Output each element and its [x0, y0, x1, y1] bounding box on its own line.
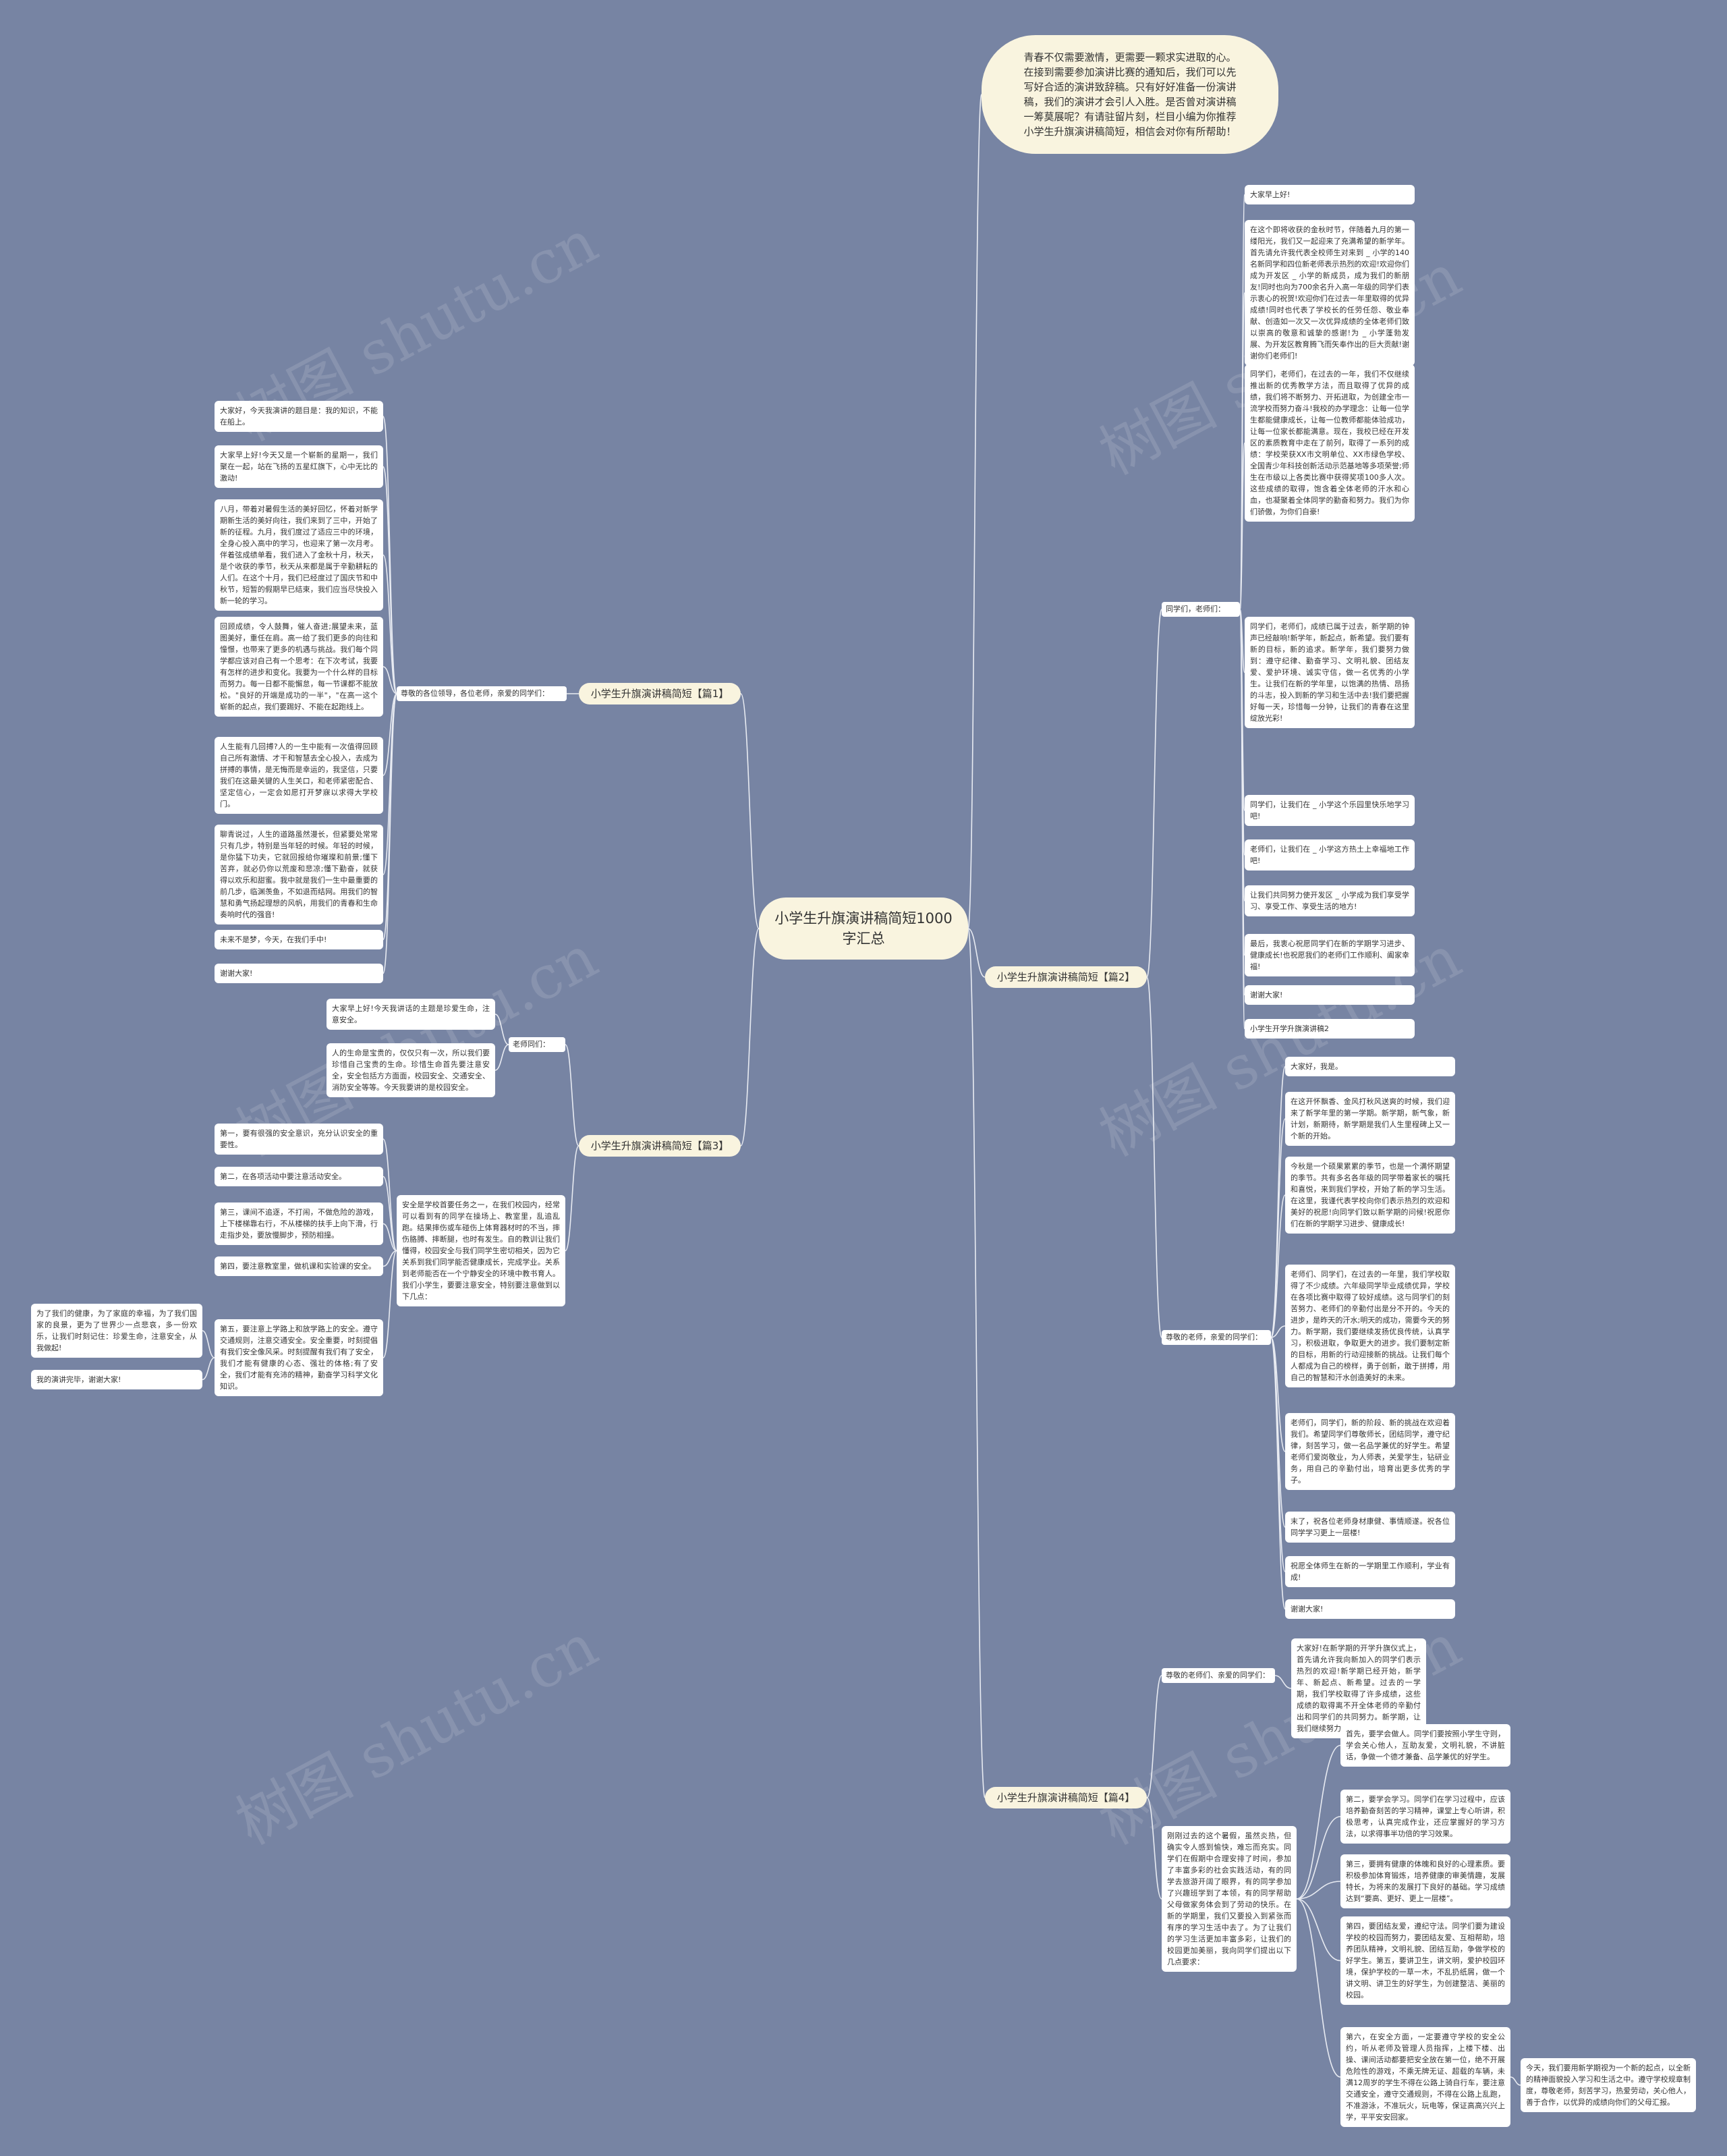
connector [1296, 1816, 1341, 1900]
intro-node: 青春不仅需要激情，更需要一颗求实进取的心。在接到需要参加演讲比赛的通知后，我们可… [982, 35, 1278, 154]
branch-4-item: 第六，在安全方面，一定要遵守学校的安全公约，听从老师及管理人员指挥，上楼下楼、出… [1340, 2027, 1510, 2127]
branch-2: 小学生升旗演讲稿简短【篇2】 [985, 966, 1147, 988]
root-node: 小学生升旗演讲稿简短1000字汇总 [759, 897, 968, 960]
branch-3-head: 大家早上好!今天我讲话的主题是珍爱生命，注意安全。 [327, 999, 495, 1030]
branch-2-item-a: 谢谢大家! [1245, 985, 1415, 1005]
branch-2-item-b: 祝愿全体师生在新的一学期里工作顺利，学业有成! [1285, 1556, 1455, 1587]
connector [1239, 609, 1245, 1030]
branch-1: 小学生升旗演讲稿简短【篇1】 [579, 683, 741, 704]
branch-3-item: 第一，要有很强的安全意识，充分认识安全的重要性。 [215, 1124, 383, 1155]
connector [1239, 442, 1245, 610]
connector [383, 416, 397, 694]
connector [1296, 1898, 1341, 2078]
branch-2-item-a: 在这个即将收获的金秋时节，伴随着九月的第一缕阳光，我们又一起迎来了充满希望的新学… [1245, 220, 1415, 366]
branch-2-item-b: 今秋是一个硕果累累的季节，也是一个满怀期望的季节。共有多名各年级的同学带着家长的… [1285, 1157, 1455, 1234]
branch-3-item: 第二，在各项活动中要注意活动安全。 [215, 1167, 383, 1186]
connector [383, 666, 397, 694]
branch-4-item: 第四，要团结友爱，遵纪守法。同学们要为建设学校的校园而努力，要团结友爱、互相帮助… [1340, 1916, 1510, 2005]
branch-3-tail: 为了我们的健康，为了家庭的幸福，为了我们国家的良景，更为了世界少一点悲哀，多一份… [31, 1304, 202, 1358]
branch-4-item: 第三，要拥有健康的体魄和良好的心理素质。要积极参加体育锻炼，培养健康的审美情趣，… [1340, 1854, 1510, 1908]
branch-3: 小学生升旗演讲稿简短【篇3】 [579, 1135, 741, 1157]
connector [565, 1145, 579, 1252]
connector [383, 466, 397, 694]
branch-1-item: 八月，带着对暑假生活的美好回忆，怀着对新学期新生活的美好向往，我们来到了三中，开… [215, 499, 383, 611]
branch-1-item: 聊青说过，人生的道路虽然漫长，但紧要处常常只有几步，特别是当年轻的时候。年轻的时… [215, 825, 383, 924]
branch-4-mid: 刚刚过去的这个暑假，虽然炎热，但确实令人感到愉快，难忘而充实。同学们在假期中合理… [1162, 1826, 1297, 1972]
branch-3-item: 第五，要注意上学路上和放学路上的安全。遵守交通规则，注意交通安全。安全重要，时刻… [215, 1319, 383, 1396]
connector [1146, 1675, 1162, 1798]
branch-2-item-a: 同学们，老师们，在过去的一年，我们不仅继续推出新的优秀教学方法，而且取得了优异的… [1245, 364, 1415, 522]
connector [1270, 1325, 1286, 1338]
branch-2-item-b: 谢谢大家! [1285, 1599, 1455, 1619]
connector [1270, 1194, 1286, 1338]
connector [383, 1176, 397, 1252]
branch-4-item: 首先，要学会做人。同学们要按照小学生守则，学会关心他人，互助友爱，文明礼貌，不讲… [1340, 1724, 1510, 1767]
branch-1-item: 未来不是梦，今天，在我们手中! [215, 930, 383, 949]
branch-1-item: 大家好，今天我演讲的题目是：我的知识，不能在船上。 [215, 401, 383, 432]
branch-4-tail: 今天，我们要用新学期视为一个新的起点，以全新的精神面貌投入学习和生活之中。遵守学… [1521, 2058, 1696, 2112]
connector [967, 94, 982, 929]
connector [740, 928, 760, 1146]
branch-2-label-b: 尊敬的老师，亲爱的同学们： [1162, 1330, 1271, 1345]
connector [740, 693, 760, 929]
connector [1146, 1797, 1162, 1900]
branch-2-item-a: 小学生开学升旗演讲稿2 [1245, 1019, 1415, 1039]
connector [202, 1330, 215, 1358]
branch-1-item: 大家早上好!今天又是一个崭新的星期一，我们聚在一起，站在飞扬的五星红旗下，心中无… [215, 445, 383, 488]
connector [1146, 609, 1162, 978]
connector [967, 928, 986, 1798]
branch-1-item: 谢谢大家! [215, 964, 383, 983]
branch-2-label-a: 同学们，老师们： [1162, 602, 1240, 617]
branch-4: 小学生升旗演讲稿简短【篇4】 [985, 1787, 1147, 1808]
branch-2-item-a: 最后，我衷心祝愿同学们在新的学期学习进步、健康成长!也祝愿我们的老师们工作顺利、… [1245, 934, 1415, 976]
connector [1510, 2076, 1521, 2086]
branch-2-item-b: 老师们，同学们，新的阶段、新的挑战在欢迎着我们。希望同学们尊敬师长，团结同学，遵… [1285, 1413, 1455, 1490]
connector [1270, 1337, 1286, 1452]
connector [1274, 1675, 1292, 1689]
branch-4-item: 第二，要学会学习。同学们在学习过程中，应该培养勤奋刻苦的学习精神，课堂上专心听讲… [1340, 1790, 1510, 1844]
branch-3-mid: 安全是学校首要任务之一，在我们校园内，经常可以看到有的同学在操场上、教室里，乱追… [397, 1195, 565, 1306]
connector [383, 693, 397, 974]
branch-2-item-b: 末了，祝各位老师身材康健、事情顺遂。祝各位同学学习更上一层楼! [1285, 1512, 1455, 1543]
branch-3-item: 第四，要注意教室里，做机课和实验课的安全。 [215, 1256, 383, 1276]
connector [1270, 1118, 1286, 1338]
connector [383, 554, 397, 694]
connector [1296, 1744, 1341, 1900]
branch-2-item-a: 同学们，老师们，成绩已属于过去，新学期的钟声已经敲响!新学年，新起点，新希望。我… [1245, 617, 1415, 728]
connector [202, 1357, 215, 1381]
branch-3-item: 第三，课间不追逐，不打闹，不做危险的游戏，上下楼梯靠右行，不从楼梯的扶手上向下滑… [215, 1203, 383, 1245]
branch-4-label: 尊敬的老师们、亲爱的同学们： [1162, 1668, 1275, 1683]
branch-2-item-b: 大家好，我是。 [1285, 1057, 1455, 1076]
connector [565, 1044, 579, 1146]
branch-2-item-a: 同学们，让我们在 _ 小学这个乐园里快乐地学习吧! [1245, 795, 1415, 826]
branch-3-label: 老师同们： [509, 1037, 565, 1052]
connector [494, 1044, 509, 1071]
connector [1296, 1898, 1341, 1962]
branch-2-item-b: 老师们、同学们，在过去的一年里，我们学校取得了不少成绩。六年级同学毕业成绩优异，… [1285, 1265, 1455, 1387]
branch-2-item-a: 大家早上好! [1245, 185, 1415, 204]
connector [967, 928, 986, 978]
connector [383, 1138, 397, 1252]
connector [383, 1250, 397, 1267]
connector [1270, 1337, 1286, 1610]
branch-2-item-a: 老师们，让我们在 _ 小学这方热土上幸福地工作吧! [1245, 839, 1415, 870]
connector [383, 1223, 397, 1252]
branch-4-text: 大家好!在新学期的开学升旗仪式上，首先请允许我向新加入的同学们表示热烈的欢迎!新… [1291, 1638, 1426, 1738]
branch-3-tail: 我的演讲完毕，谢谢大家! [31, 1370, 202, 1389]
connector [383, 1250, 397, 1358]
connector [383, 693, 397, 776]
branch-1-item: 人生能有几回搏?人的一生中能有一次值得回顾自己所有激情、才干和智慧去全心投入，去… [215, 737, 383, 814]
branch-1-item: 回顾成绩，令人鼓舞，催人奋进;展望未来，蓝图美好，重任在肩。高一给了我们更多的向… [215, 617, 383, 717]
connector [1146, 976, 1162, 1338]
branch-2-item-b: 在这开怀飘香、金风打秋风送爽的时候，我们迎来了新学年里的第一学期。新学期，新气象… [1285, 1092, 1455, 1146]
connector [494, 1014, 509, 1045]
connector [1270, 1337, 1286, 1528]
branch-3-head: 人的生命是宝贵的，仅仅只有一次，所以我们要珍惜自己宝贵的生命。珍惜生命首先要注意… [327, 1043, 495, 1097]
branch-2-item-a: 让我们共同努力使开发区 _ 小学成为我们享受学习、享受工作、享受生活的地方! [1245, 885, 1415, 916]
branch-1-label: 尊敬的各位领导，各位老师，亲爱的同学们： [397, 686, 567, 701]
connector [1296, 1881, 1341, 1900]
